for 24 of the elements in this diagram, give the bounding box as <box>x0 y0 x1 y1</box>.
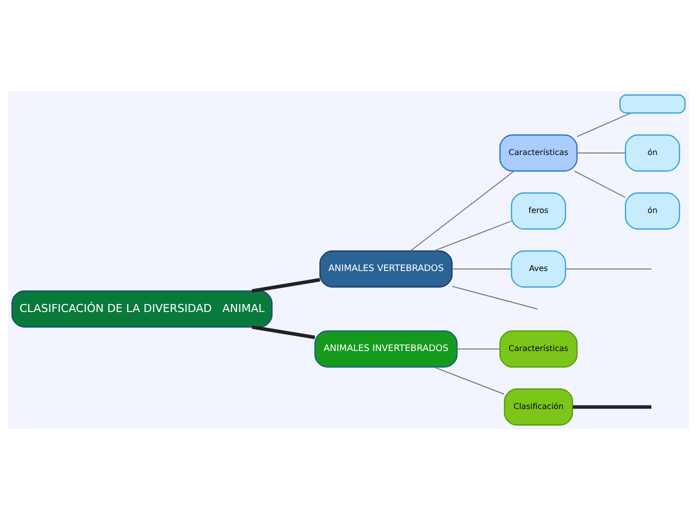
node-box <box>619 94 686 114</box>
connector <box>576 152 626 154</box>
connector <box>433 220 512 252</box>
connector <box>433 366 505 395</box>
node-box: ANIMALES INVERTEBRADOS <box>314 330 458 368</box>
connector <box>252 278 320 293</box>
node-box: CLASIFICACIÓN DE LA DIVERSIDAD ANIMAL <box>11 290 273 328</box>
connector <box>452 268 512 270</box>
connector <box>252 325 316 340</box>
node-box: ón <box>624 134 680 172</box>
node-box: Características <box>499 134 578 172</box>
connector <box>452 286 538 310</box>
node-box: Aves <box>510 250 566 288</box>
connector <box>410 170 514 252</box>
node-box: feros <box>510 192 566 230</box>
node-box: ón <box>624 192 680 230</box>
connector <box>565 268 652 270</box>
connector <box>576 112 632 138</box>
connector <box>572 405 652 409</box>
node-box: Clasificación <box>504 388 574 426</box>
node-box: ANIMALES VERTEBRADOS <box>319 250 453 288</box>
connector <box>574 170 626 198</box>
node-box: Características <box>499 330 578 368</box>
connector <box>456 348 500 350</box>
